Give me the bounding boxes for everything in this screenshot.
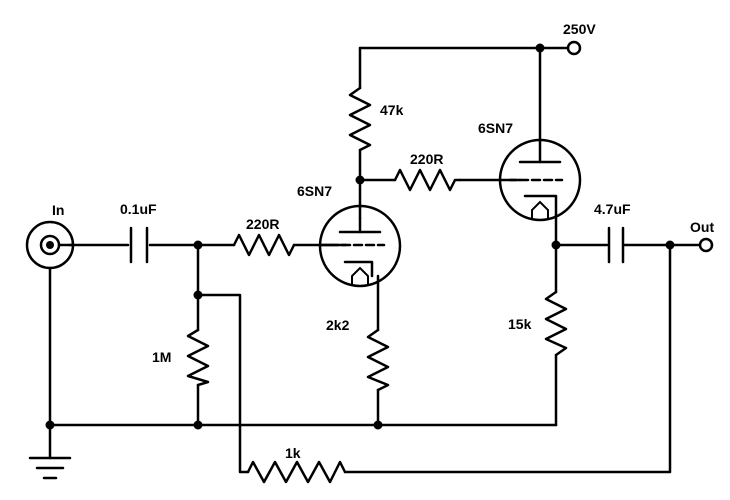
output-terminal[interactable] bbox=[698, 237, 714, 253]
wires bbox=[48, 46, 704, 474]
grid-resistor-2-label: 220R bbox=[410, 151, 443, 167]
supply-label: 250V bbox=[563, 21, 596, 37]
grid-resistor-2[interactable] bbox=[393, 168, 462, 192]
input-jack[interactable] bbox=[25, 220, 75, 270]
input-cap-label: 0.1uF bbox=[120, 201, 157, 217]
output-label: Out bbox=[690, 219, 714, 235]
tube-2[interactable] bbox=[498, 138, 582, 222]
ground-symbol bbox=[28, 456, 72, 480]
grid-resistor-1-label: 220R bbox=[246, 216, 279, 232]
supply-terminal[interactable] bbox=[566, 40, 582, 56]
cathode-resistor-2[interactable] bbox=[544, 290, 568, 357]
tube-1-label: 6SN7 bbox=[297, 183, 332, 199]
anode-load-label: 47k bbox=[380, 102, 404, 118]
output-cap-label: 4.7uF bbox=[594, 201, 631, 217]
grid-leak-label: 1M bbox=[152, 349, 171, 365]
feedback-resistor[interactable] bbox=[246, 460, 347, 484]
input-capacitor[interactable] bbox=[129, 226, 149, 264]
grid-leak-resistor[interactable] bbox=[186, 328, 210, 387]
cathode-resistor-1[interactable] bbox=[366, 328, 390, 392]
tube-1[interactable] bbox=[318, 204, 402, 288]
anode-load-resistor[interactable] bbox=[348, 86, 372, 152]
output-capacitor[interactable] bbox=[607, 226, 625, 264]
input-label: In bbox=[52, 202, 64, 218]
cathode-resistor-2-label: 15k bbox=[508, 316, 532, 332]
grid-resistor-1[interactable] bbox=[232, 233, 296, 257]
tube-2-label: 6SN7 bbox=[478, 120, 513, 136]
junction-dots bbox=[45, 43, 675, 430]
feedback-resistor-label: 1k bbox=[285, 445, 301, 461]
cathode-resistor-1-label: 2k2 bbox=[326, 317, 350, 333]
